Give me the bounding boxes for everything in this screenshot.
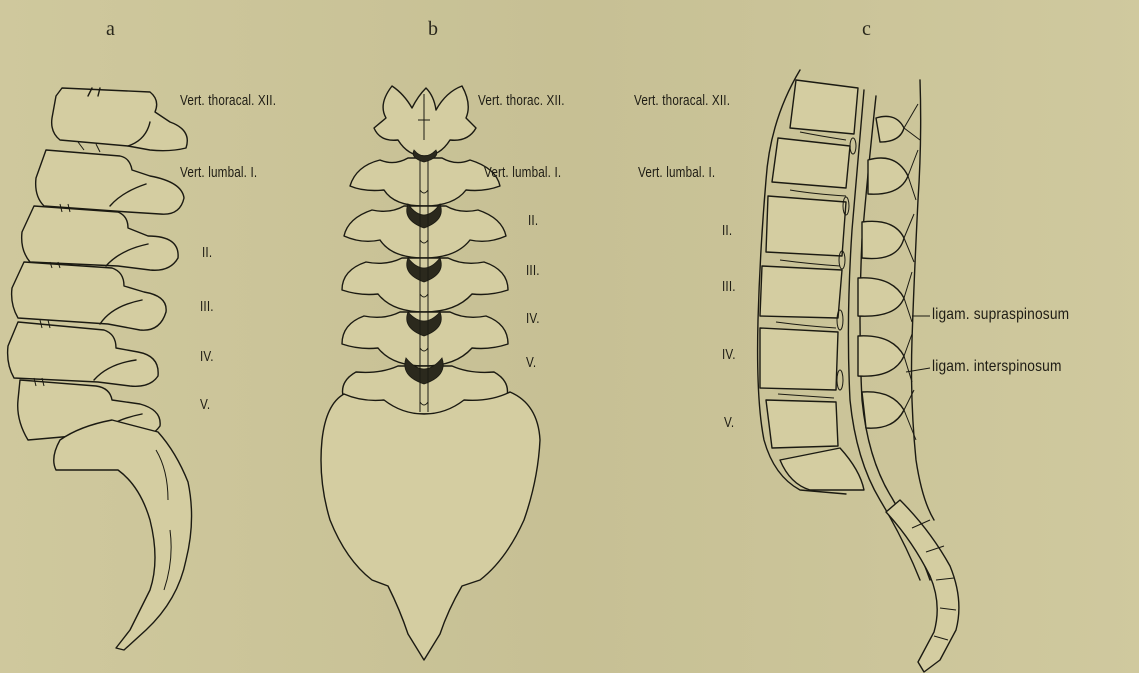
- panel-c-sacrum-body: [780, 448, 864, 490]
- panel-c-vertebra-l2: [766, 196, 846, 256]
- panel-c-vertebra-l1: [772, 138, 850, 188]
- panel-a-vertebra-l2: [22, 206, 178, 270]
- panel-c-vertebra-t12: [790, 80, 858, 134]
- panel-c-supraspinous-ligament: [912, 80, 935, 520]
- panel-c-label-v: V.: [724, 414, 734, 431]
- panel-b-label-iii: III.: [526, 262, 540, 279]
- panel-c-spinous-l4: [858, 336, 904, 376]
- panel-a-label-thoracal: Vert. thoracal. XII.: [180, 92, 276, 109]
- panel-b-label-ii: II.: [528, 212, 538, 229]
- panel-a-vertebra-l1: [36, 150, 184, 214]
- panel-b-letter: b: [428, 18, 438, 41]
- panel-a-label-iii: III.: [200, 298, 214, 315]
- panel-a-label-ii: II.: [202, 244, 212, 261]
- panel-c-label-supraspinosum: ligam. supraspinosum: [932, 306, 1069, 324]
- panel-b-vertebra-t12: [374, 86, 476, 156]
- panel-c-label-iii: III.: [722, 278, 736, 295]
- panel-c-spinous-l3: [858, 278, 904, 316]
- panel-c-spinous-t12: [876, 116, 904, 142]
- panel-c-label-interspinosum: ligam. interspinosum: [932, 358, 1062, 376]
- panel-a-vertebra-l3: [12, 262, 167, 330]
- panel-c-vertebra-l5: [766, 400, 838, 448]
- panel-b-vertebra-l2: [344, 206, 506, 258]
- panel-a-vertebra-l4: [8, 322, 159, 386]
- panel-b-label-iv: IV.: [526, 310, 540, 327]
- panel-b-vertebra-l1: [350, 158, 500, 206]
- panel-b-vertebra-l3: [342, 258, 508, 312]
- panel-c-vertebra-l4: [760, 328, 838, 390]
- panel-a-label-lumbal: Vert. lumbal. I.: [180, 164, 257, 181]
- panel-b-label-thoracal: Vert. thorac. XII.: [478, 92, 565, 109]
- panel-a-vertebra-t12: [52, 88, 188, 151]
- panel-c-spinous-l2: [862, 221, 904, 258]
- panel-b-sacrum: [321, 392, 540, 660]
- panel-a-label-v: V.: [200, 396, 210, 413]
- panel-c-letter: c: [862, 18, 871, 41]
- panel-c-label-iv: IV.: [722, 346, 736, 363]
- panel-a-label-iv: IV.: [200, 348, 214, 365]
- panel-b-label-lumbal: Vert. lumbal. I.: [484, 164, 561, 181]
- panel-a-drawing: [8, 88, 192, 650]
- panel-c-vertebra-l3: [760, 266, 842, 318]
- panel-c-label-thoracal: Vert. thoracal. XII.: [634, 92, 730, 109]
- panel-b-label-v: V.: [526, 354, 536, 371]
- panel-c-spinous-l5: [862, 392, 904, 428]
- panel-b-vertebra-l4: [342, 312, 508, 366]
- panel-a-letter: a: [106, 18, 115, 41]
- panel-c-label-ii: II.: [722, 222, 732, 239]
- panel-c-label-lumbal: Vert. lumbal. I.: [638, 164, 715, 181]
- panel-c-drawing: [758, 70, 959, 672]
- panel-c-spinous-l1: [868, 158, 908, 194]
- panel-c-coccyx: [886, 500, 959, 672]
